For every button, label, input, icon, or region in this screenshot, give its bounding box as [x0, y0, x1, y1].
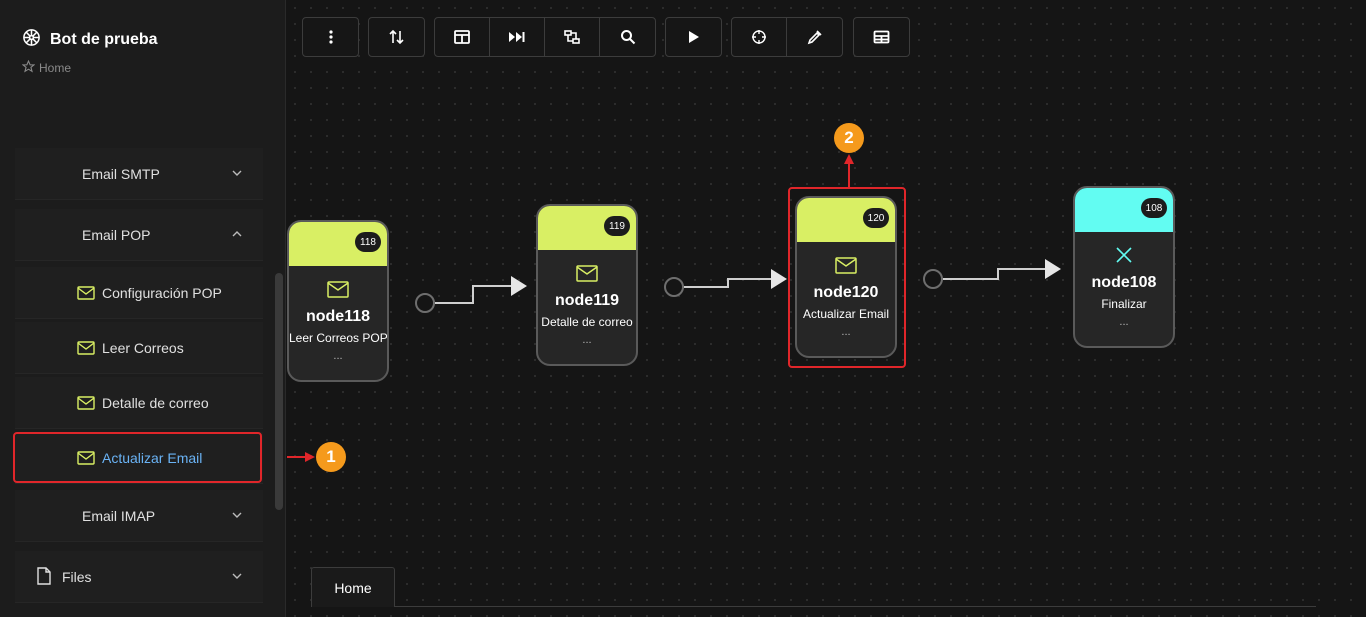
crosshair-icon[interactable]	[732, 18, 787, 56]
node-header: 108	[1075, 188, 1173, 232]
highlight-node-120	[788, 187, 906, 368]
sidebar-scrollbar[interactable]	[275, 273, 283, 510]
node-description: Finalizar	[1101, 297, 1147, 311]
node-name: node119	[554, 292, 620, 309]
breadcrumb[interactable]: Home	[21, 59, 72, 76]
play-icon[interactable]	[666, 18, 721, 56]
sidebar-item-email-imap[interactable]: Email IMAP	[15, 490, 263, 542]
node-name: node108	[1091, 274, 1157, 291]
node-id-badge: 120	[863, 208, 889, 228]
chevron-down-icon	[231, 569, 243, 585]
mail-icon	[77, 286, 95, 303]
sidebar-item-label: Email POP	[82, 226, 151, 243]
sidebar-item-label: Email SMTP	[82, 165, 160, 182]
flow-node-120[interactable]: 120 node120 Actualizar Email ...	[795, 196, 897, 358]
toolbar-group-view	[434, 17, 656, 57]
search-icon[interactable]	[600, 18, 655, 56]
highlight-sidebar-actualizar-email	[13, 432, 262, 483]
node-header: 119	[538, 206, 636, 250]
node-more: ...	[1119, 316, 1129, 328]
sidebar-item-actualizar-email[interactable]: Actualizar Email	[15, 432, 263, 484]
tab-bar: Home	[311, 567, 1316, 607]
flow-node-108[interactable]: 108 node108 Finalizar ...	[1073, 186, 1175, 348]
annotation-arrow-1	[287, 452, 315, 462]
node-more: ...	[582, 334, 592, 346]
sidebar-item-email-smtp[interactable]: Email SMTP	[15, 148, 263, 200]
sort-icon[interactable]	[369, 18, 424, 56]
tab-home[interactable]: Home	[311, 567, 395, 607]
sidebar-item-detalle-de-correo[interactable]: Detalle de correo	[15, 377, 263, 429]
node-header: 120	[797, 198, 895, 242]
connector-118-119	[435, 276, 527, 304]
table-icon[interactable]	[854, 18, 909, 56]
sidebar-item-label: Detalle de correo	[102, 394, 209, 411]
mail-icon	[289, 266, 387, 298]
skip-forward-icon[interactable]	[490, 18, 545, 56]
wheel-icon	[22, 28, 41, 52]
flow-canvas[interactable]: 118 node118 Leer Correos POP ... 119 nod…	[287, 0, 1366, 617]
connector-120-108	[943, 259, 1061, 280]
annotation-arrow-2	[844, 154, 854, 187]
connector-layer	[287, 154, 1061, 462]
chevron-down-icon	[231, 508, 243, 524]
flow-node-119[interactable]: 119 node119 Detalle de correo ...	[536, 204, 638, 366]
node-name: node118	[305, 308, 371, 325]
node-description: Actualizar Email	[802, 307, 890, 321]
mail-icon	[538, 250, 636, 282]
output-port-120[interactable]	[923, 269, 943, 289]
sidebar-item-configuracion-pop[interactable]: Configuración POP	[15, 267, 263, 319]
chevron-up-icon	[231, 227, 243, 243]
file-icon	[37, 567, 51, 588]
sidebar: Bot de prueba Home Email SMTP Email POP …	[0, 0, 286, 617]
chevron-down-icon	[231, 166, 243, 182]
sidebar-item-label: Leer Correos	[102, 339, 184, 356]
star-icon	[21, 59, 36, 76]
close-icon	[1075, 232, 1173, 264]
node-description: Leer Correos POP	[289, 331, 388, 345]
node-description: Detalle de correo	[541, 315, 633, 329]
sidebar-item-leer-correos[interactable]: Leer Correos	[15, 322, 263, 374]
sidebar-item-label: Email IMAP	[82, 507, 156, 524]
panel-icon[interactable]	[435, 18, 490, 56]
breadcrumb-home: Home	[39, 61, 72, 75]
more-vertical-icon[interactable]	[303, 18, 358, 56]
node-more: ...	[841, 326, 851, 338]
toolbar-group-menu	[302, 17, 359, 57]
sidebar-item-files[interactable]: Files	[15, 551, 263, 603]
toolbar-group-table	[853, 17, 910, 57]
sidebar-item-label: Configuración POP	[102, 284, 222, 301]
toolbar-group-run	[665, 17, 722, 57]
sidebar-item-label: Files	[62, 568, 92, 585]
node-id-badge: 108	[1141, 198, 1167, 218]
mail-icon	[77, 341, 95, 358]
toolbar-group-sort	[368, 17, 425, 57]
node-id-badge: 118	[355, 232, 381, 252]
node-header: 118	[289, 222, 387, 266]
output-port-119[interactable]	[664, 277, 684, 297]
step-badge-1: 1	[316, 442, 346, 472]
mail-icon	[77, 396, 95, 413]
output-port-118[interactable]	[415, 293, 435, 313]
connector-119-120	[684, 269, 787, 289]
mail-icon	[77, 451, 95, 468]
step-badge-2: 2	[834, 123, 864, 153]
app-title[interactable]: Bot de prueba	[22, 28, 158, 52]
mail-icon	[797, 242, 895, 274]
sidebar-item-email-pop[interactable]: Email POP	[15, 209, 263, 261]
node-more: ...	[333, 350, 343, 362]
sidebar-item-label: Actualizar Email	[102, 449, 203, 466]
node-id-badge: 119	[604, 216, 630, 236]
flow-node-118[interactable]: 118 node118 Leer Correos POP ...	[287, 220, 389, 382]
eyedropper-icon[interactable]	[787, 18, 842, 56]
node-name: node120	[813, 284, 879, 301]
flow-icon[interactable]	[545, 18, 600, 56]
app-title-text: Bot de prueba	[50, 31, 158, 48]
toolbar-group-tools	[731, 17, 843, 57]
